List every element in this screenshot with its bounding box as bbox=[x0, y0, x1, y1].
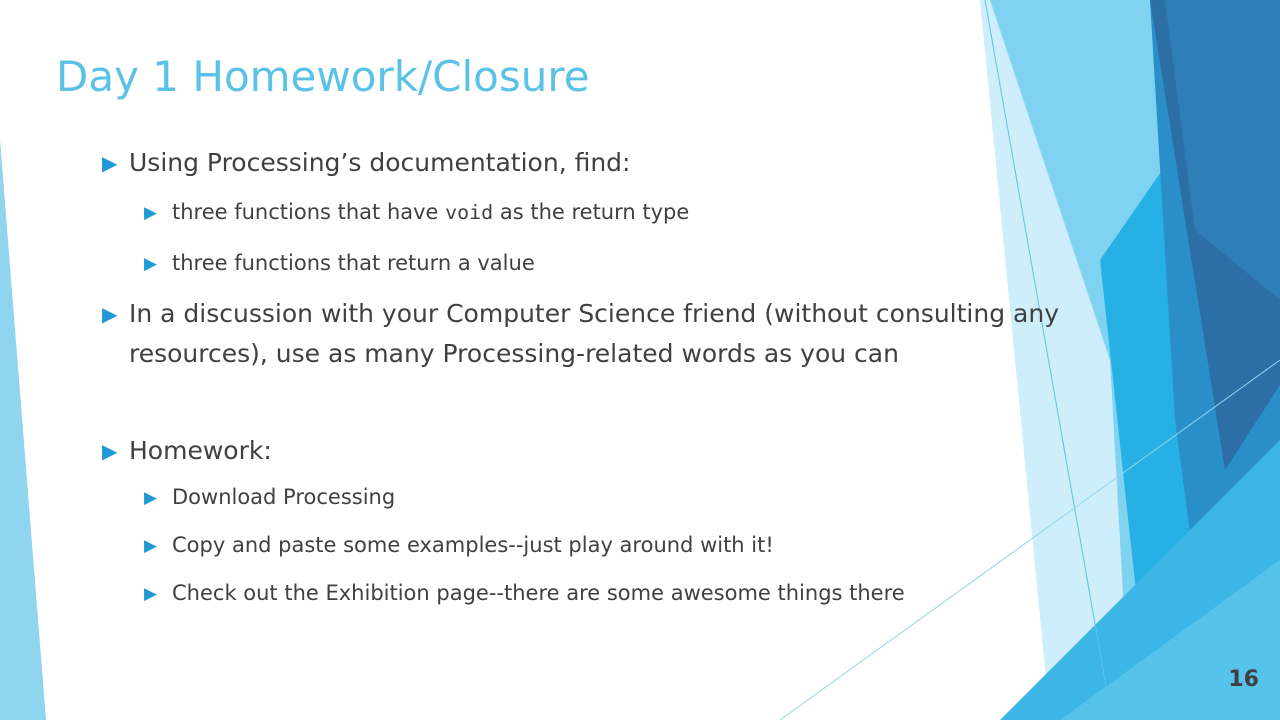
bullet-text: Check out the Exhibition page--there are… bbox=[172, 581, 905, 605]
arrow-right-bullet-icon: ▶ bbox=[144, 202, 157, 222]
bullet-text: Copy and paste some examples--just play … bbox=[172, 533, 774, 557]
sub-bullet-item: ▶ three functions that have void as the … bbox=[100, 197, 1140, 227]
page-number: 16 bbox=[1228, 667, 1259, 692]
bullet-text: Download Processing bbox=[172, 485, 396, 509]
arrow-right-bullet-icon: ▶ bbox=[144, 487, 157, 507]
bullet-item: ▶ In a discussion with your Computer Sci… bbox=[100, 294, 1140, 374]
sub-bullet-item: ▶ three functions that return a value bbox=[100, 248, 1140, 278]
thin-line-2 bbox=[779, 359, 1280, 720]
right-facet-bottom-light bbox=[1060, 560, 1280, 720]
thin-line-1 bbox=[984, 0, 1113, 720]
arrow-right-bullet-icon: ▶ bbox=[102, 151, 118, 175]
bullet-text: three functions that return a value bbox=[172, 251, 535, 275]
arrow-right-bullet-icon: ▶ bbox=[144, 583, 157, 603]
slide-title: Day 1 Homework/Closure bbox=[56, 52, 590, 101]
bullet-list: ▶ Using Processing’s documentation, find… bbox=[100, 143, 1140, 608]
bullet-text-after: as the return type bbox=[493, 200, 690, 224]
arrow-right-bullet-icon: ▶ bbox=[102, 302, 118, 326]
arrow-right-bullet-icon: ▶ bbox=[102, 439, 118, 463]
arrow-right-bullet-icon: ▶ bbox=[144, 253, 157, 273]
sub-bullet-item: ▶ Check out the Exhibition page--there a… bbox=[100, 578, 1140, 608]
bullet-text: In a discussion with your Computer Scien… bbox=[129, 299, 1059, 368]
code-void: void bbox=[445, 200, 494, 224]
left-accent-shape bbox=[0, 140, 46, 720]
bullet-text: Homework: bbox=[129, 436, 272, 465]
sub-bullet-item: ▶ Download Processing bbox=[100, 482, 1140, 512]
arrow-right-bullet-icon: ▶ bbox=[144, 535, 157, 555]
bullet-item: ▶ Homework: bbox=[100, 431, 1140, 471]
bullet-text: Using Processing’s documentation, find: bbox=[129, 148, 631, 177]
bullet-text-before: three functions that have bbox=[172, 200, 446, 224]
bullet-item: ▶ Using Processing’s documentation, find… bbox=[100, 143, 1140, 183]
right-facet-teal bbox=[1165, 0, 1280, 300]
sub-bullet-item: ▶ Copy and paste some examples--just pla… bbox=[100, 530, 1140, 560]
